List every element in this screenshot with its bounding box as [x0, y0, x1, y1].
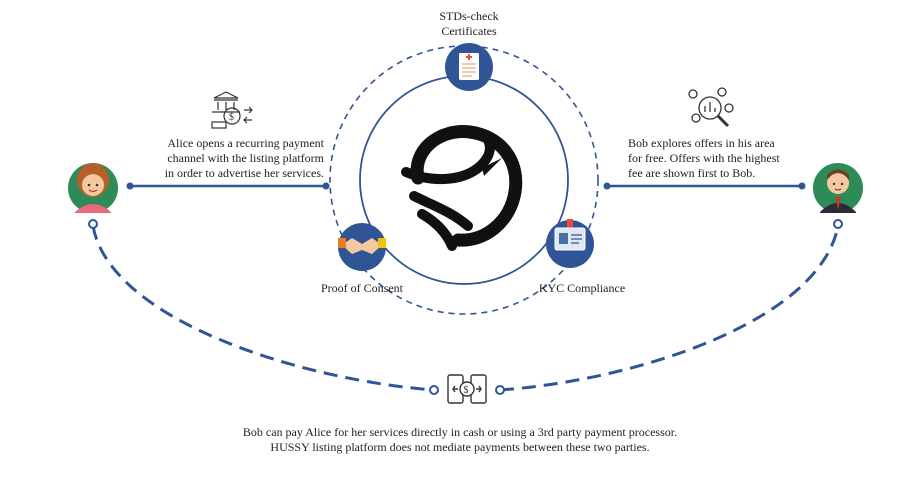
- stds-check-label-line2: Certificates: [441, 24, 497, 38]
- bank-recurring-payment-icon: $: [211, 91, 253, 129]
- alice-description-line3: in order to advertise her services.: [164, 166, 324, 180]
- stds-check-label-line1: STDs-check: [439, 9, 499, 23]
- bob-description-line2: for free. Offers with the highest: [628, 151, 780, 165]
- stds-check-label: STDs-check Certificates: [419, 9, 519, 39]
- certificate-document-icon: [445, 43, 493, 91]
- alice-description-line1: Alice opens a recurring payment: [167, 136, 324, 150]
- bob-connector: [603, 182, 806, 190]
- alice-connector: [126, 182, 330, 190]
- handshake-icon: [338, 223, 386, 271]
- payment-arc-endpoint-right: [495, 385, 505, 395]
- bob-description: Bob explores offers in his area for free…: [628, 136, 828, 181]
- bob-avatar-icon: [813, 163, 863, 213]
- search-offers-icon: [688, 87, 734, 128]
- bob-arc-endpoint: [833, 219, 843, 229]
- phone-payment-transfer-icon: $: [447, 374, 487, 404]
- id-badge-icon: [546, 219, 594, 268]
- alice-description: Alice opens a recurring payment channel …: [120, 136, 324, 181]
- alice-description-line2: channel with the listing platform: [167, 151, 324, 165]
- bob-description-line1: Bob explores offers in his area: [628, 136, 775, 150]
- svg-text:$: $: [464, 385, 469, 396]
- payment-note-line2: HUSSY listing platform does not mediate …: [270, 440, 650, 454]
- svg-text:$: $: [229, 112, 234, 123]
- proof-of-consent-label: Proof of Consent: [321, 281, 403, 295]
- payment-arc-endpoint-left: [429, 385, 439, 395]
- alice-arc-endpoint: [88, 219, 98, 229]
- payment-note: Bob can pay Alice for her services direc…: [190, 425, 730, 455]
- payment-note-line1: Bob can pay Alice for her services direc…: [242, 425, 678, 439]
- bob-description-line3: fee are shown first to Bob.: [628, 166, 756, 180]
- alice-avatar-icon: [68, 163, 118, 213]
- alice-payment-arc: [91, 225, 435, 392]
- kyc-compliance-label: KYC Compliance: [538, 281, 626, 295]
- hussy-bird-logo: [401, 125, 523, 251]
- bob-payment-arc: [499, 225, 840, 392]
